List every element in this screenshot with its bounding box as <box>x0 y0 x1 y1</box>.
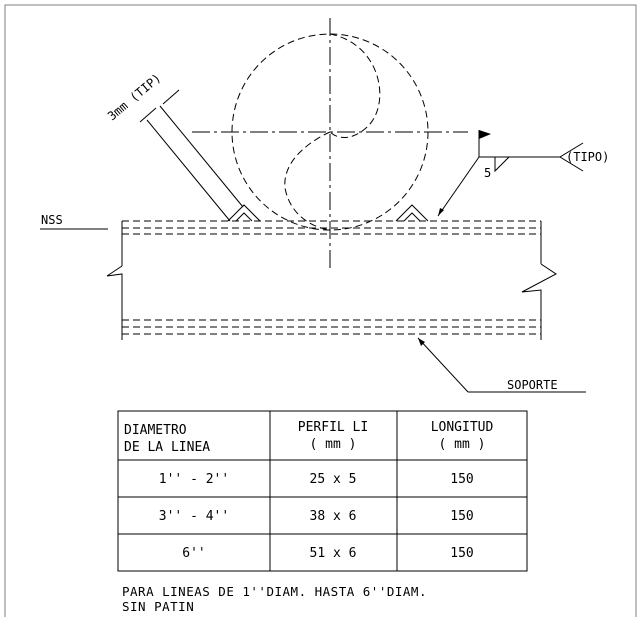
weld-tail-icon <box>559 142 584 172</box>
angle-supports <box>227 204 429 222</box>
upper-beam <box>106 220 557 340</box>
table-cell: 150 <box>450 509 473 524</box>
right-break-mark <box>521 263 557 340</box>
table-header-profile-line2: ( mm ) <box>310 437 357 452</box>
table-cell: 6'' <box>182 546 205 561</box>
weld-arrow-leader <box>437 156 480 217</box>
drawing-frame <box>4 4 637 617</box>
field-weld-flag-icon <box>479 130 491 139</box>
left-weld-callout: 3mm (TIP) <box>105 71 244 222</box>
table-cell: 150 <box>450 472 473 487</box>
weld-symbol: 5 (TIPO) <box>437 130 609 217</box>
nss-label: NSS <box>41 213 63 227</box>
lower-beam <box>122 319 541 335</box>
table-header-length-line2: ( mm ) <box>439 437 486 452</box>
weld-type-label: (TIPO) <box>566 150 609 164</box>
note-line-2: SIN PATIN <box>122 599 194 614</box>
weld-size-right-label: 5 <box>484 166 491 180</box>
left-angle-outer <box>227 204 261 222</box>
table-border <box>117 410 528 572</box>
left-angle-inner <box>235 212 253 222</box>
table-cell: 38 x 6 <box>310 509 357 524</box>
table-cell: 150 <box>450 546 473 561</box>
weld-size-left-label: 3mm (TIP) <box>105 71 164 124</box>
dimension-table: DIAMETRO DE LA LINEA PERFIL LI ( mm ) LO… <box>117 410 528 572</box>
right-angle-inner <box>403 212 421 222</box>
right-angle-outer <box>395 204 429 222</box>
left-break-mark <box>106 265 123 340</box>
table-header-diameter-line2: DE LA LINEA <box>124 440 210 455</box>
table-header-diameter-line1: DIAMETRO <box>124 423 187 438</box>
support-label: SOPORTE <box>507 378 558 392</box>
fillet-weld-icon <box>494 156 510 173</box>
support-callout: SOPORTE <box>417 337 586 393</box>
pipe-lower-curve <box>284 131 331 231</box>
note-line-1: PARA LINEAS DE 1''DIAM. HASTA 6''DIAM. <box>122 584 427 599</box>
table-cell: 3'' - 4'' <box>159 509 229 524</box>
table-cell: 25 x 5 <box>310 472 357 487</box>
table-cell: 51 x 6 <box>310 546 357 561</box>
table-header-length-line1: LONGITUD <box>431 420 494 435</box>
weld-arrow-head <box>438 208 444 216</box>
table-cell: 1'' - 2'' <box>159 472 229 487</box>
pipe-upper-curve <box>329 33 381 138</box>
table-header-profile-line1: PERFIL LI <box>298 420 368 435</box>
